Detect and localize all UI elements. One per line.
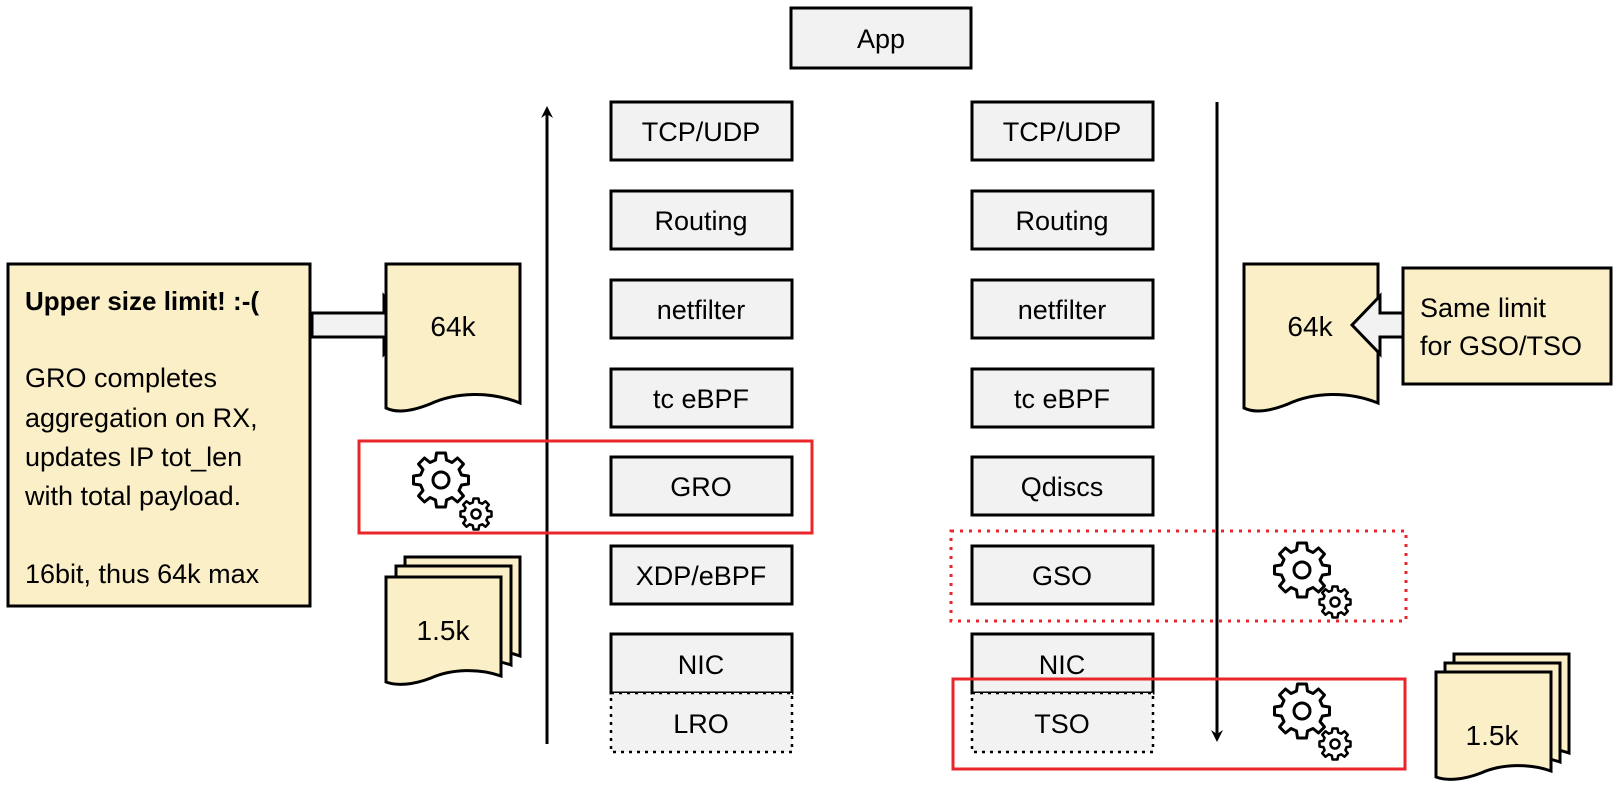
tx-layer-tso: TSO: [970, 691, 1155, 754]
tx-layer-tcp-udp: TCP/UDP: [970, 100, 1155, 162]
rx-layer-label: NIC: [678, 650, 725, 680]
gso-gears-icon: [1273, 541, 1352, 619]
tso-gears-icon: [1273, 682, 1352, 761]
tx-small-packet-label: 1.5k: [1466, 720, 1520, 751]
rx-small-packets-icon: 1.5k: [384, 555, 522, 686]
left-note-body-line: GRO completes: [25, 363, 217, 393]
app-box: App: [789, 6, 973, 70]
tx-large-packet-label: 64k: [1287, 311, 1333, 342]
rx-layer-tc-ebpf: tc eBPF: [609, 367, 794, 429]
rx-layer-label: TCP/UDP: [642, 117, 761, 147]
rx-small-packet-label: 1.5k: [417, 615, 471, 646]
tx-layer-qdiscs: Qdiscs: [970, 455, 1155, 517]
left-note-body-line: aggregation on RX,: [25, 403, 258, 433]
rx-layer-tcp-udp: TCP/UDP: [609, 100, 794, 162]
rx-layer-routing: Routing: [609, 189, 794, 251]
tx-layer-routing: Routing: [970, 189, 1155, 251]
gso-highlight-frame: [949, 529, 1408, 623]
tso-highlight-frame: [951, 677, 1407, 771]
rx-layer-gro: GRO: [609, 455, 794, 517]
left-note-body-line: updates IP tot_len: [25, 442, 242, 472]
left-note-body-line: with total payload.: [24, 481, 241, 511]
rx-layer-label: tc eBPF: [653, 384, 749, 414]
rx-layer-label: Routing: [654, 206, 747, 236]
gro-gears-icon: [412, 451, 493, 531]
tx-small-packets-icon: 1.5k: [1434, 652, 1571, 781]
tx-layer-label: Qdiscs: [1021, 472, 1104, 502]
tx-layer-tc-ebpf: tc eBPF: [970, 367, 1155, 429]
rx-layer-label: netfilter: [657, 295, 746, 325]
app-label: App: [857, 24, 905, 54]
left-note-title: Upper size limit! :-(: [25, 286, 259, 316]
tx-layer-label: TCP/UDP: [1003, 117, 1122, 147]
right-note-line: Same limit: [1420, 293, 1547, 323]
tx-layer-gso: GSO: [970, 544, 1155, 606]
right-note-line: for GSO/TSO: [1420, 331, 1582, 361]
left-note-box: Upper size limit! :-( GRO completes aggr…: [6, 262, 312, 608]
tx-layer-label: netfilter: [1018, 295, 1107, 325]
rx-layer-nic: NIC: [609, 632, 794, 695]
right-pointer-arrow: [1349, 292, 1405, 358]
rx-large-packet-icon: 64k: [384, 262, 522, 413]
rx-layer-label: GRO: [670, 472, 732, 502]
rx-layer-label: LRO: [673, 709, 729, 739]
rx-layer-xdp-ebpf: XDP/eBPF: [609, 544, 794, 606]
left-note-footer: 16bit, thus 64k max: [25, 559, 260, 589]
tx-large-packet-icon: 64k: [1242, 262, 1380, 413]
tx-layer-nic: NIC: [970, 632, 1155, 695]
right-note-box: Same limit for GSO/TSO: [1401, 266, 1613, 386]
tx-layer-label: TSO: [1034, 709, 1090, 739]
tx-layer-label: NIC: [1039, 650, 1086, 680]
tx-layer-label: GSO: [1032, 561, 1092, 591]
tx-layer-label: Routing: [1015, 206, 1108, 236]
rx-layer-label: XDP/eBPF: [636, 561, 767, 591]
tx-layer-netfilter: netfilter: [970, 278, 1155, 340]
rx-layer-lro: LRO: [609, 691, 794, 754]
rx-large-packet-label: 64k: [430, 311, 476, 342]
gro-highlight-frame: [357, 439, 814, 535]
rx-layer-netfilter: netfilter: [609, 278, 794, 340]
tx-layer-label: tc eBPF: [1014, 384, 1110, 414]
